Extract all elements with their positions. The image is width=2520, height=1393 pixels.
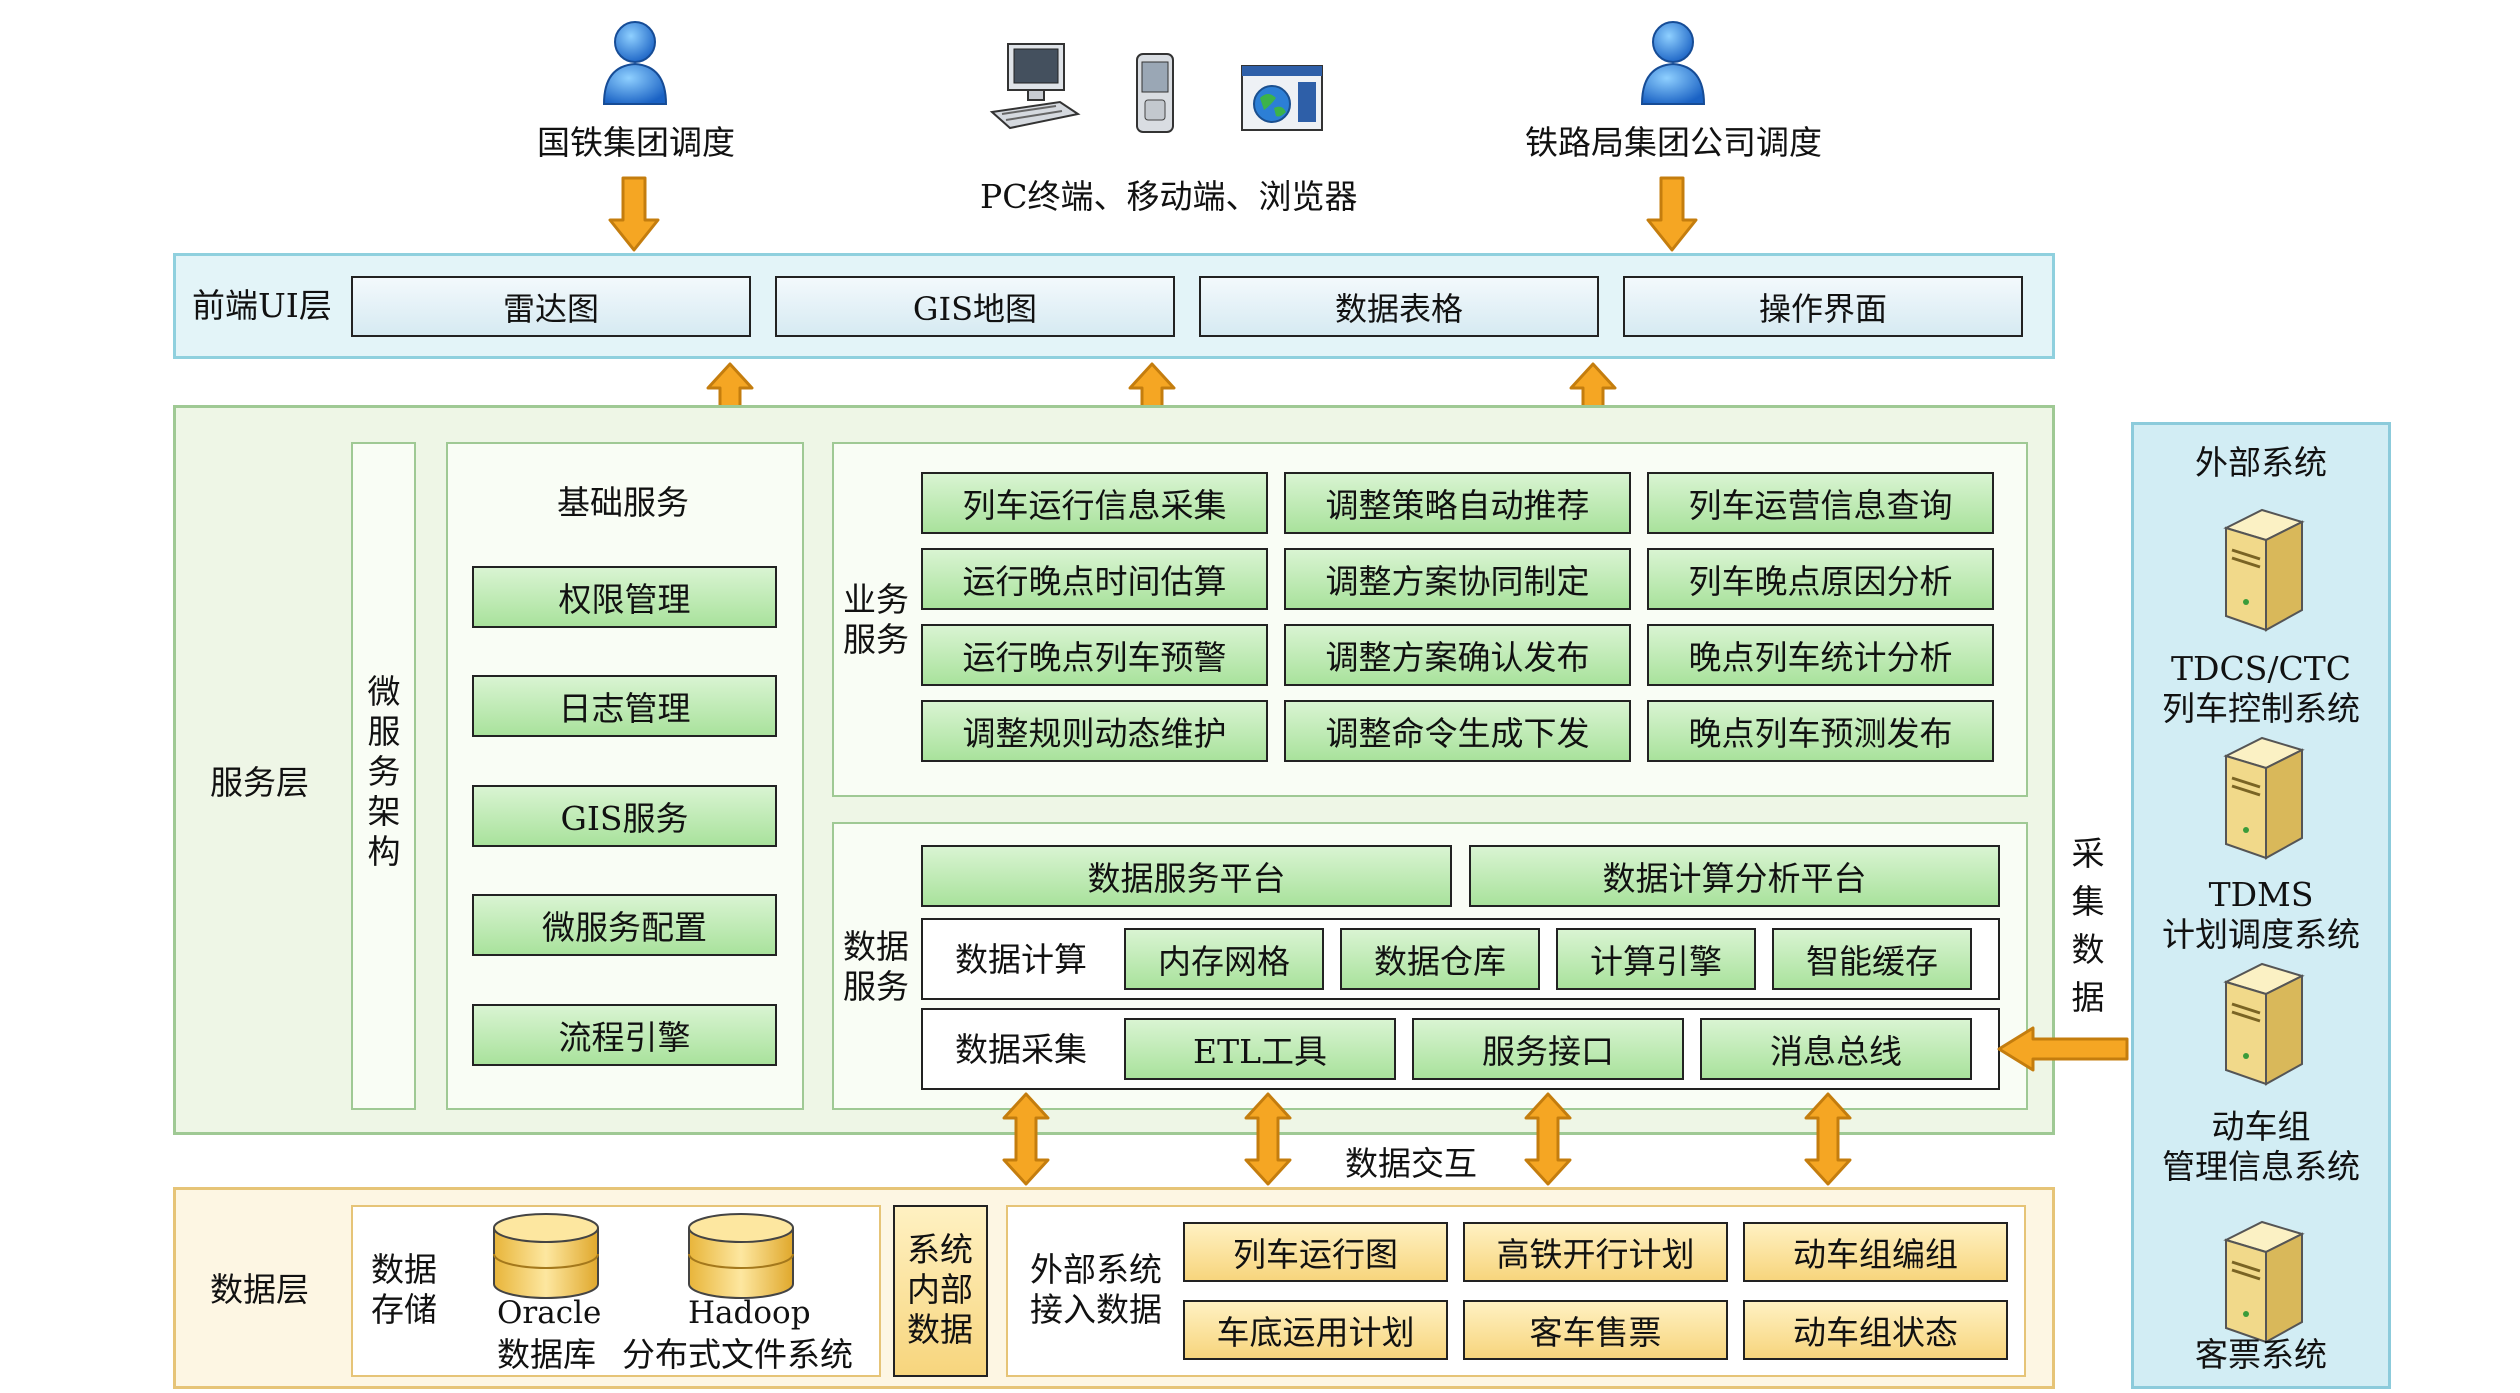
business-item: 调整规则动态维护 [921, 700, 1268, 762]
double-arrow-5 [1244, 1092, 1292, 1186]
data-storage-label: 数据存储 [371, 1250, 437, 1329]
external-system-desc: 列车控制系统 [2162, 689, 2360, 728]
front-ui-layer-label: 前端UI层 [192, 286, 332, 325]
data-compute-label: 数据计算 [955, 940, 1087, 979]
front-item-data-table: 数据表格 [1199, 276, 1599, 337]
ext-data-emu-formation: 动车组编组 [1743, 1222, 2008, 1282]
compute-item-memory-grid: 内存网格 [1124, 928, 1324, 990]
server-icon [2223, 736, 2305, 860]
ext-data-train-diagram: 列车运行图 [1183, 1222, 1448, 1282]
data-collect-label: 数据采集 [955, 1030, 1087, 1069]
collect-data-label: 采集数据 [2071, 834, 2105, 1017]
external-systems-title: 外部系统 [2195, 443, 2327, 482]
business-item: 晚点列车预测发布 [1647, 700, 1994, 762]
double-arrow-7 [1804, 1092, 1852, 1186]
internal-data-label: 系统内部数据 [907, 1230, 973, 1349]
external-system-desc: 计划调度系统 [2162, 915, 2360, 954]
basic-item-microservice-config: 微服务配置 [472, 894, 777, 956]
compute-item-smart-cache: 智能缓存 [1772, 928, 1972, 990]
ext-data-hsr-plan: 高铁开行计划 [1463, 1222, 1728, 1282]
user-icon [602, 21, 668, 105]
basic-services-panel [446, 442, 804, 1110]
basic-item-permission: 权限管理 [472, 566, 777, 628]
server-icon [2223, 1220, 2305, 1344]
business-item: 调整策略自动推荐 [1284, 472, 1631, 534]
server-icon [2223, 508, 2305, 632]
collect-item-service-interface: 服务接口 [1412, 1018, 1684, 1080]
database-icon [493, 1213, 599, 1299]
pc-icon [989, 43, 1081, 130]
service-layer-label: 服务层 [210, 763, 309, 802]
down-arrow-left [608, 176, 660, 252]
ext-data-emu-status: 动车组状态 [1743, 1300, 2008, 1360]
double-arrow-6 [1524, 1092, 1572, 1186]
front-item-gis-map: GIS地图 [775, 276, 1175, 337]
internal-data-box [893, 1205, 988, 1377]
basic-item-workflow: 流程引擎 [472, 1004, 777, 1066]
front-item-radar: 雷达图 [351, 276, 751, 337]
data-layer-label: 数据层 [210, 1270, 309, 1309]
business-item: 运行晚点列车预警 [921, 624, 1268, 686]
microservice-arch-label: 微服务架构 [367, 672, 401, 871]
ext-data-rolling-stock-plan: 车底运用计划 [1183, 1300, 1448, 1360]
external-system-desc: 管理信息系统 [2162, 1147, 2360, 1186]
browser-icon [1241, 65, 1323, 131]
basic-item-gis-service: GIS服务 [472, 785, 777, 847]
db-oracle-line2: 数据库 [497, 1335, 596, 1374]
external-access-label: 外部系统接入数据 [1030, 1250, 1162, 1329]
db-hadoop-line1: Hadoop [688, 1295, 811, 1331]
server-icon [2223, 962, 2305, 1086]
business-item: 列车运营信息查询 [1647, 472, 1994, 534]
double-arrow-4 [1002, 1092, 1050, 1186]
down-arrow-right [1646, 176, 1698, 252]
data-interaction-label: 数据交互 [1345, 1144, 1477, 1183]
data-services-label: 数据服务 [843, 927, 909, 1006]
business-item: 列车晚点原因分析 [1647, 548, 1994, 610]
database-icon [688, 1213, 794, 1299]
user-icon [1640, 21, 1706, 105]
data-service-platform: 数据服务平台 [921, 845, 1452, 907]
compute-item-data-warehouse: 数据仓库 [1340, 928, 1540, 990]
mobile-icon [1136, 53, 1174, 133]
collect-item-etl: ETL工具 [1124, 1018, 1396, 1080]
db-hadoop-line2: 分布式文件系统 [622, 1335, 853, 1374]
business-item: 列车运行信息采集 [921, 472, 1268, 534]
basic-item-log: 日志管理 [472, 675, 777, 737]
business-item: 运行晚点时间估算 [921, 548, 1268, 610]
business-item: 调整方案确认发布 [1284, 624, 1631, 686]
db-oracle-line1: Oracle [497, 1295, 602, 1331]
collect-item-message-bus: 消息总线 [1700, 1018, 1972, 1080]
data-compute-analysis-platform: 数据计算分析平台 [1469, 845, 2000, 907]
basic-services-title: 基础服务 [557, 483, 689, 522]
business-services-label: 业务服务 [843, 580, 909, 659]
compute-item-compute-engine: 计算引擎 [1556, 928, 1756, 990]
business-item: 调整命令生成下发 [1284, 700, 1631, 762]
front-item-operation-ui: 操作界面 [1623, 276, 2023, 337]
user-left-label: 国铁集团调度 [537, 123, 735, 162]
external-system-name: TDCS/CTC [2171, 649, 2351, 688]
external-system-name: 动车组 [2211, 1107, 2311, 1146]
business-item: 调整方案协同制定 [1284, 548, 1631, 610]
microservice-arch-panel [351, 442, 416, 1110]
external-system-name: TDMS [2208, 875, 2314, 914]
left-arrow-collect [1997, 1026, 2129, 1072]
external-system-desc: 客票系统 [2195, 1335, 2327, 1374]
business-item: 晚点列车统计分析 [1647, 624, 1994, 686]
ext-data-ticketing: 客车售票 [1463, 1300, 1728, 1360]
user-right-label: 铁路局集团公司调度 [1525, 123, 1822, 162]
terminals-label: PC终端、移动端、浏览器 [980, 177, 1358, 216]
